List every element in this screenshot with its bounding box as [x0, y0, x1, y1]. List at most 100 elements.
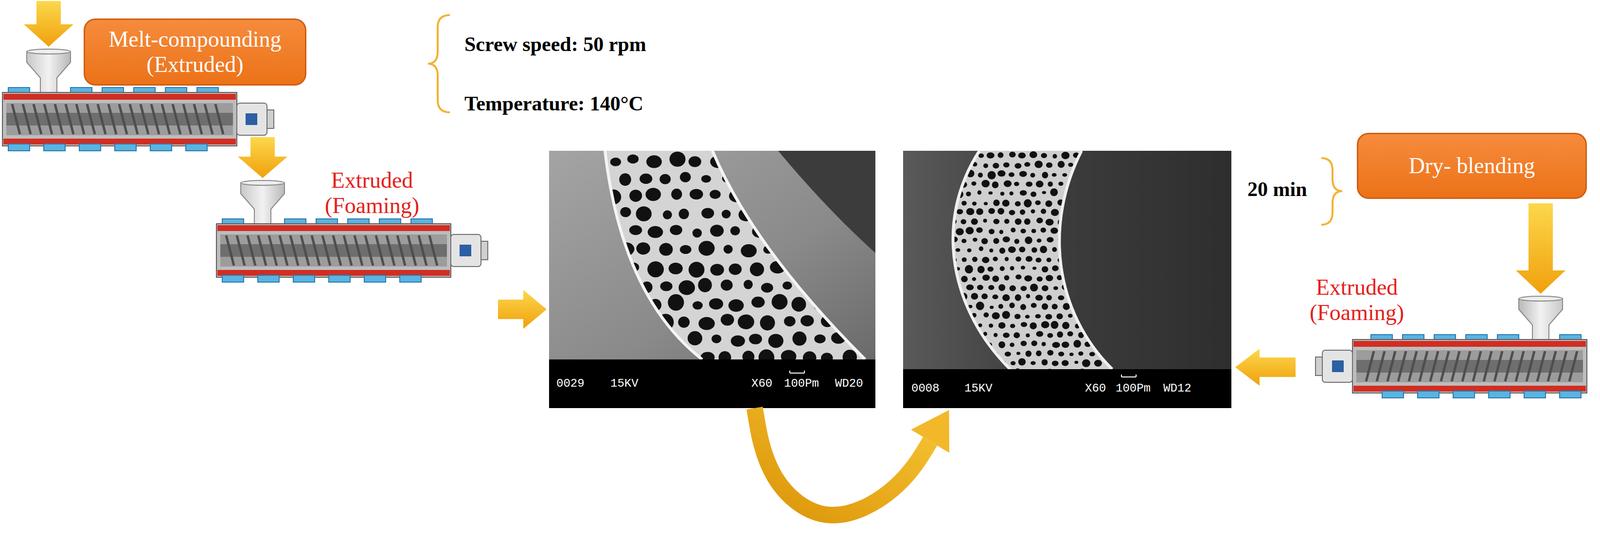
pore — [558, 172, 569, 181]
pore — [1165, 314, 1170, 318]
pore — [1203, 322, 1208, 327]
pore — [965, 227, 975, 235]
pore — [1121, 161, 1128, 168]
pore — [1105, 321, 1113, 328]
pore — [1158, 153, 1164, 158]
pore — [1180, 302, 1188, 309]
pore — [1196, 293, 1204, 300]
pore — [1015, 274, 1022, 280]
pore — [912, 265, 920, 270]
pore — [1228, 351, 1234, 356]
pore — [843, 210, 856, 222]
pore — [1208, 238, 1214, 244]
pore — [1143, 274, 1149, 280]
pore — [873, 156, 884, 164]
pore — [1152, 256, 1161, 264]
pore — [800, 244, 814, 256]
pore — [1186, 199, 1192, 205]
pore — [1014, 218, 1022, 225]
pore — [977, 172, 983, 178]
pore — [1128, 172, 1133, 177]
pore — [863, 280, 875, 290]
pore — [983, 201, 988, 206]
pore — [949, 200, 956, 206]
pore — [1095, 152, 1101, 158]
pore — [1020, 228, 1026, 234]
pore — [1186, 220, 1191, 224]
pore — [1147, 190, 1156, 197]
pore — [842, 242, 854, 253]
pore — [940, 330, 946, 337]
pore — [971, 218, 978, 225]
pore — [595, 207, 611, 221]
pore — [1211, 247, 1218, 253]
pore — [1089, 237, 1096, 244]
pore — [933, 284, 941, 291]
pore — [1074, 190, 1080, 196]
pore — [1159, 266, 1166, 271]
pore — [934, 360, 941, 366]
pore — [1169, 265, 1176, 271]
pore — [616, 277, 630, 292]
pore — [977, 341, 984, 348]
pore — [1040, 153, 1048, 159]
pore — [1152, 181, 1160, 189]
sem-micrograph — [544, 150, 889, 409]
pore — [687, 331, 703, 346]
pore — [1018, 246, 1026, 253]
pore — [928, 200, 935, 207]
pore — [668, 262, 683, 275]
pore — [917, 181, 925, 189]
pore — [1002, 294, 1011, 302]
pore — [1192, 191, 1198, 196]
pore — [782, 281, 793, 290]
pore — [1154, 161, 1161, 169]
pore — [1094, 191, 1100, 196]
pore — [1010, 323, 1015, 329]
pore — [950, 274, 956, 280]
pore — [761, 282, 774, 293]
sem-info: X60 — [1084, 382, 1106, 395]
flow-arrow — [237, 137, 288, 178]
pore — [1041, 266, 1049, 273]
pore — [748, 333, 763, 345]
pore — [576, 206, 593, 222]
pore — [1035, 294, 1043, 301]
pore — [862, 207, 877, 218]
pore — [556, 316, 573, 330]
pore — [1173, 180, 1181, 186]
pore — [698, 240, 715, 256]
pore — [1034, 160, 1043, 168]
pore — [999, 266, 1005, 271]
pore — [913, 340, 920, 348]
pore — [906, 350, 915, 358]
pore — [1186, 313, 1192, 318]
pore — [1029, 151, 1038, 159]
pore — [1089, 352, 1096, 357]
pore — [1181, 228, 1187, 232]
pore — [1158, 190, 1164, 196]
pore — [1228, 294, 1236, 301]
pore — [610, 157, 622, 167]
pore — [1176, 238, 1181, 243]
pore — [1191, 360, 1196, 366]
pore — [917, 350, 924, 355]
pore — [1111, 352, 1116, 356]
pore — [619, 351, 630, 360]
pore — [1207, 330, 1215, 339]
pore — [1078, 311, 1087, 320]
pore — [1158, 322, 1166, 330]
pore — [919, 312, 925, 318]
pore — [782, 247, 793, 257]
pore — [1030, 283, 1038, 292]
pore — [1118, 284, 1123, 289]
flow-arrow — [1515, 203, 1566, 294]
pore — [1109, 274, 1117, 282]
pore — [710, 264, 724, 276]
pore — [1216, 293, 1225, 301]
pore — [939, 218, 945, 224]
pore — [902, 190, 910, 198]
pore — [1025, 255, 1033, 262]
pore — [961, 351, 967, 356]
